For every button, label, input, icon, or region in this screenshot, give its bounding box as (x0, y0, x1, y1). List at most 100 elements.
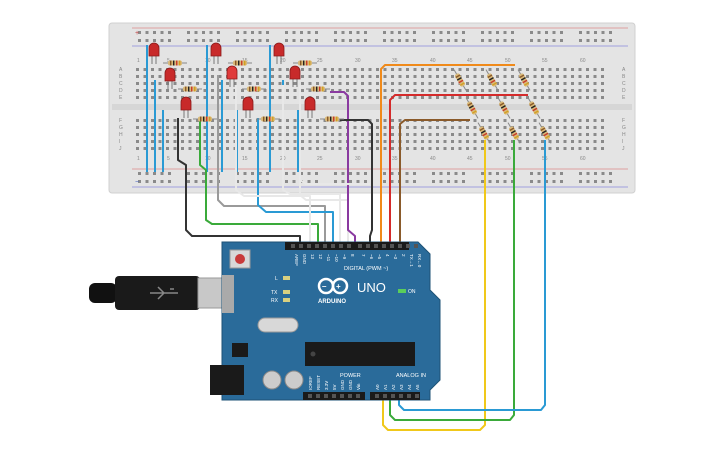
header-pin (375, 394, 379, 398)
rail-hole (439, 172, 443, 175)
breadboard-hole (586, 75, 589, 78)
breadboard-hole (323, 68, 327, 71)
breadboard-hole (503, 68, 507, 71)
breadboard-hole (526, 68, 529, 71)
breadboard-hole (196, 82, 199, 85)
rail-hole (153, 172, 156, 175)
breadboard-hole (496, 133, 499, 136)
led-body (180, 96, 192, 111)
breadboard-hole (518, 82, 522, 85)
breadboard-hole (203, 82, 207, 85)
breadboard-hole (136, 119, 139, 122)
breadboard-hole (466, 96, 469, 99)
breadboard-hole (586, 68, 589, 71)
rail-hole (160, 39, 164, 42)
rail-hole (560, 172, 563, 175)
rail-hole (285, 31, 288, 34)
breadboard-hole (503, 89, 507, 92)
rail-hole (552, 180, 556, 183)
breadboard-hole (218, 119, 222, 122)
breadboard-hole (166, 147, 169, 150)
breadboard-hole (451, 82, 454, 85)
digital-pin-label: RX←0 (417, 254, 422, 268)
rail-hole (398, 39, 401, 42)
resistor-band (470, 107, 476, 112)
rail-hole (413, 39, 416, 42)
breadboard-hole (188, 126, 192, 129)
rail-hole (307, 180, 311, 183)
breadboard-hole (563, 147, 567, 150)
row-label: C (622, 81, 626, 87)
breadboard-hole (301, 119, 304, 122)
breadboard-hole (286, 82, 289, 85)
breadboard-hole (436, 89, 439, 92)
resistor-band (188, 86, 190, 92)
breadboard-hole (511, 75, 514, 78)
breadboard-hole (368, 147, 372, 150)
breadboard-hole (548, 133, 552, 136)
breadboard-hole (211, 75, 214, 78)
breadboard-hole (263, 133, 267, 136)
led-1 (148, 42, 160, 64)
header-pin (347, 244, 351, 248)
breadboard-hole (316, 75, 319, 78)
rail-hole (285, 39, 288, 42)
breadboard-hole (436, 68, 439, 71)
rail-hole (349, 172, 352, 175)
breadboard-hole (488, 89, 492, 92)
breadboard-hole (428, 126, 432, 129)
breadboard-hole (181, 133, 184, 136)
breadboard-hole (376, 147, 379, 150)
breadboard-hole (406, 82, 409, 85)
breadboard-hole (391, 133, 394, 136)
breadboard-hole (586, 133, 589, 136)
logo-loop-right (331, 277, 349, 295)
breadboard-hole (173, 68, 177, 71)
rail-hole (530, 39, 533, 42)
breadboard-hole (308, 140, 312, 143)
breadboard-hole (518, 133, 522, 136)
rail-hole (405, 172, 409, 175)
breadboard-hole (533, 89, 537, 92)
resistor-band (532, 107, 538, 112)
resistor-band (241, 60, 243, 66)
row-label: I (622, 139, 623, 145)
digital-pin-label: ~10 (334, 254, 339, 262)
breadboard-hole (563, 68, 567, 71)
rail-hole (601, 172, 605, 175)
breadboard-hole (218, 75, 222, 78)
row-label: D (622, 88, 626, 94)
digital-pin-label: ~5 (377, 254, 382, 260)
resistor-band (185, 86, 187, 92)
rail-hole (594, 39, 597, 42)
breadboard-hole (541, 133, 544, 136)
breadboard-hole (496, 68, 499, 71)
resistor-band (327, 116, 329, 122)
breadboard-hole (548, 89, 552, 92)
breadboard-hole (353, 147, 357, 150)
breadboard-hole (406, 147, 409, 150)
breadboard-hole (518, 96, 522, 99)
breadboard-hole (451, 75, 454, 78)
breadboard-hole (586, 147, 589, 150)
breadboard-hole (353, 75, 357, 78)
breadboard-hole (473, 75, 477, 78)
rail-hole (364, 31, 367, 34)
resistor-band (480, 130, 486, 134)
breadboard-hole (331, 75, 334, 78)
column-label-bottom: 30 (355, 156, 361, 162)
rail-hole (496, 39, 499, 42)
resistor-4 (228, 60, 252, 66)
row-label: J (622, 146, 625, 152)
rail-hole (160, 172, 164, 175)
breadboard-hole (323, 75, 327, 78)
led-8 (289, 65, 301, 87)
breadboard-hole (376, 126, 379, 129)
breadboard-hole (361, 140, 364, 143)
breadboard-hole (323, 96, 327, 99)
breadboard-hole (526, 147, 529, 150)
usb-b-socket (222, 275, 234, 313)
rail-hole (258, 39, 262, 42)
breadboard-hole (241, 75, 244, 78)
breadboard-hole (406, 89, 409, 92)
